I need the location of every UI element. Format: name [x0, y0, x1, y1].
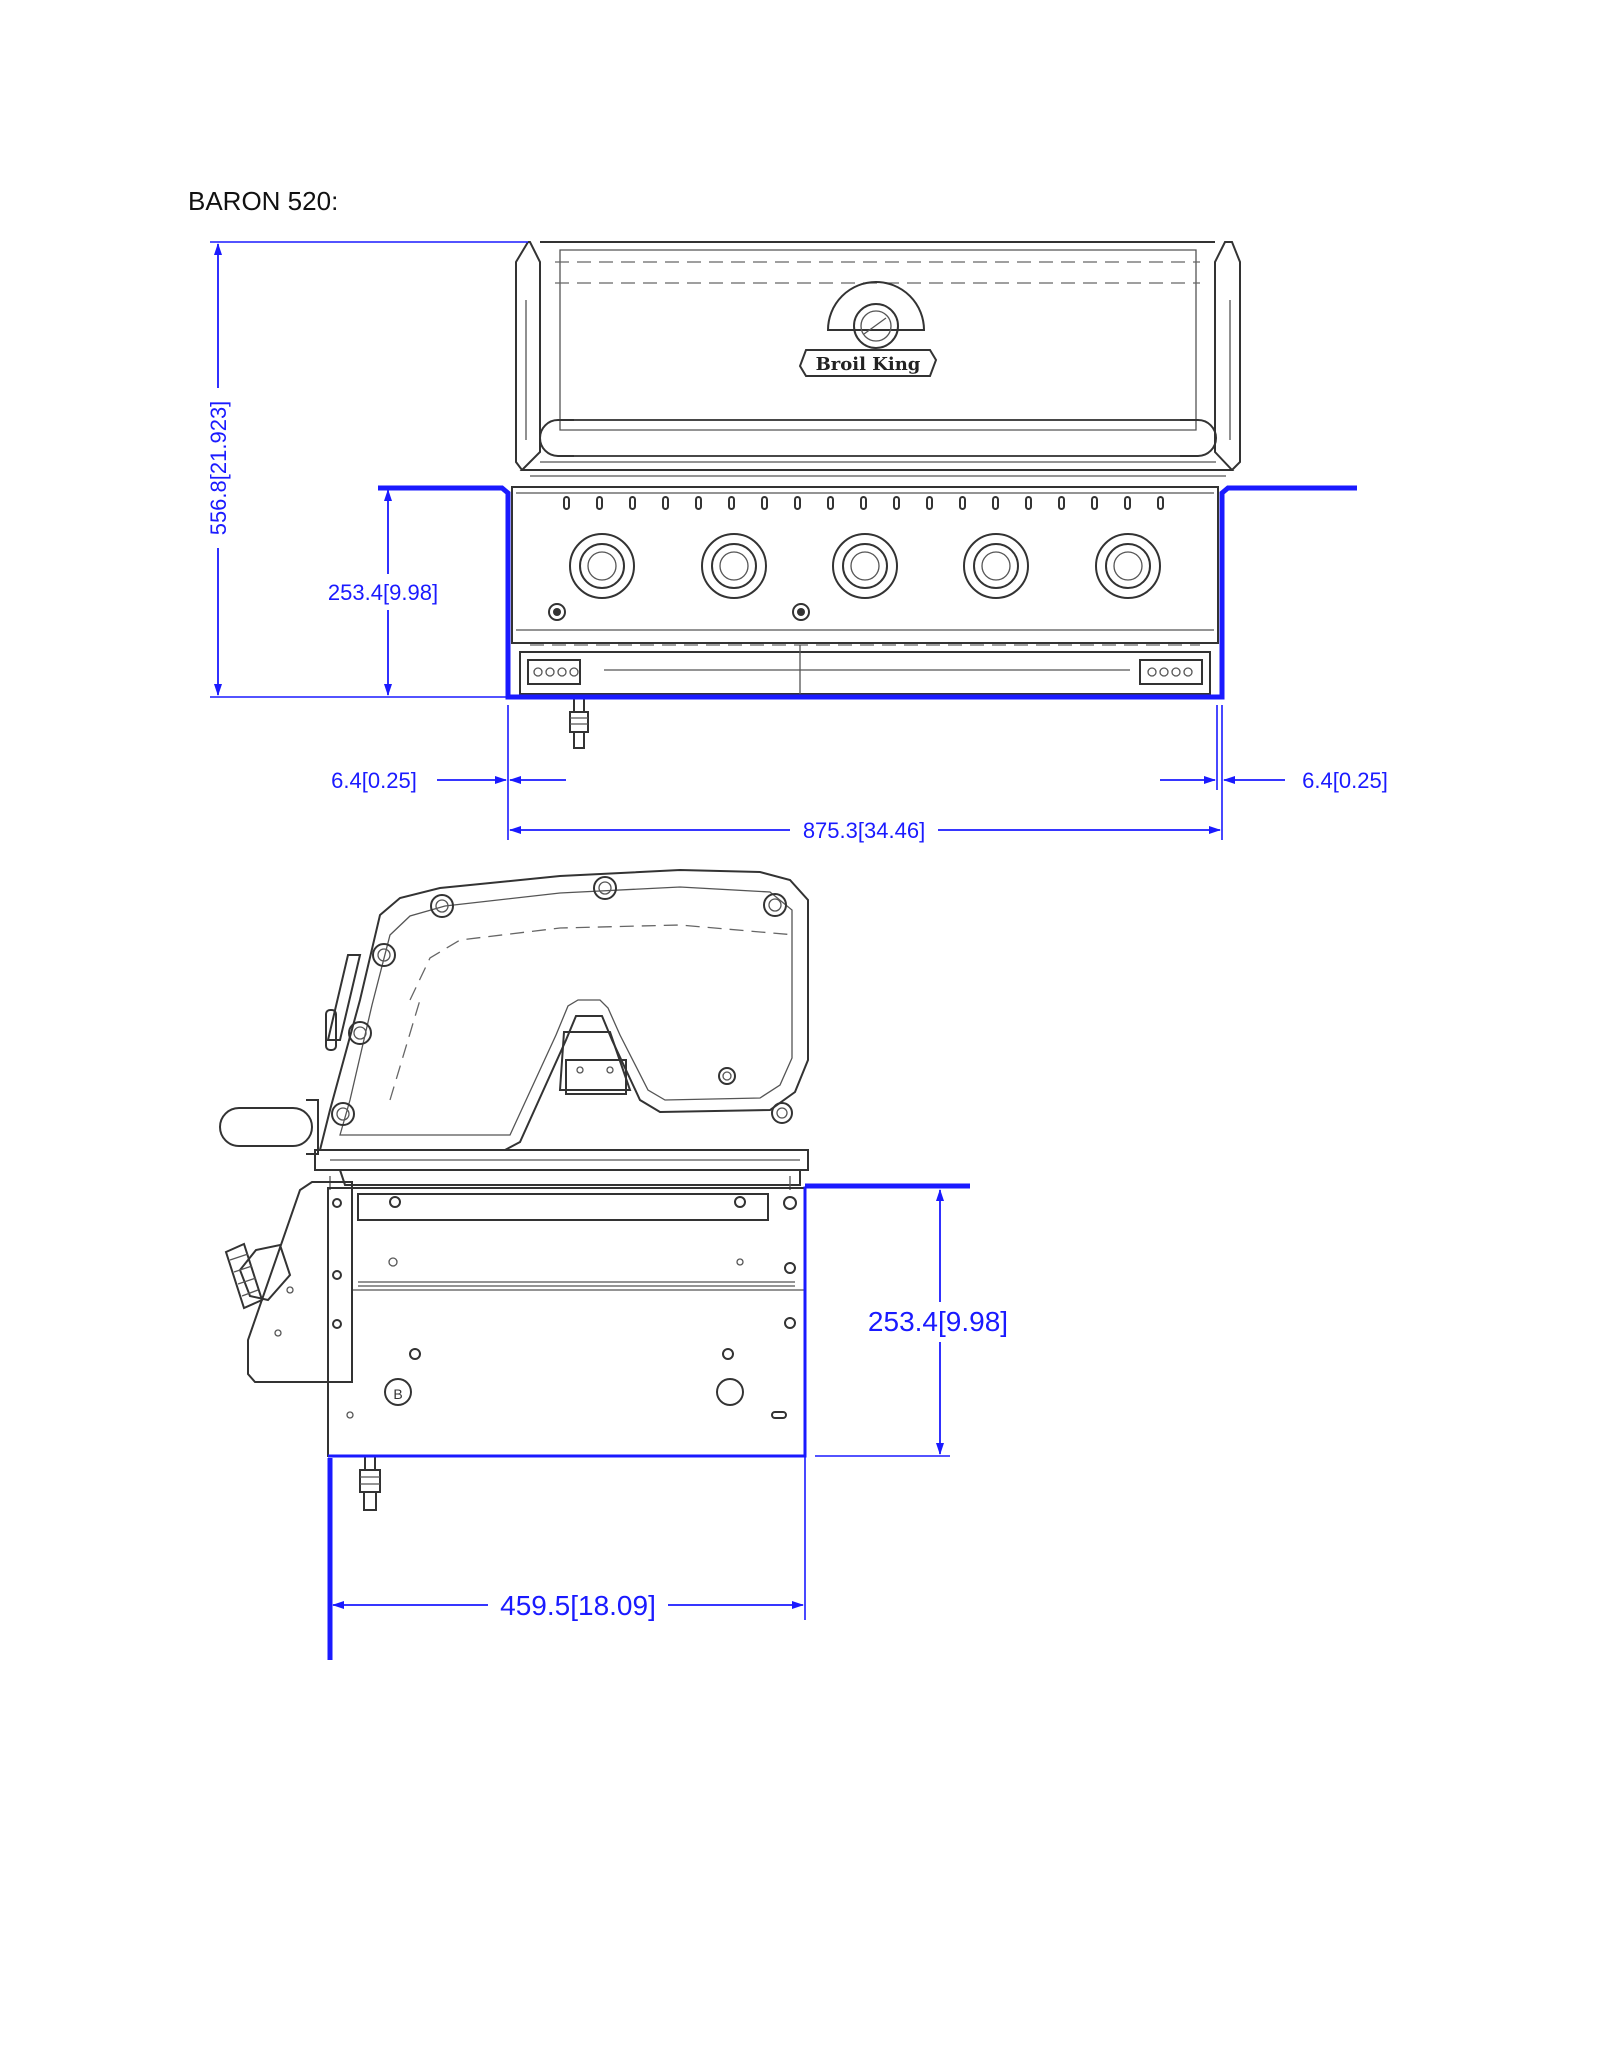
svg-text:459.5[18.09]: 459.5[18.09]	[500, 1590, 656, 1621]
side-vents-right	[1139, 659, 1203, 685]
control-knob-3	[832, 533, 898, 599]
front-view: Broil King	[206, 241, 1388, 846]
svg-text:875.3[34.46]: 875.3[34.46]	[803, 818, 925, 843]
svg-text:253.4[9.98]: 253.4[9.98]	[328, 580, 438, 605]
svg-text:6.4[0.25]: 6.4[0.25]	[331, 768, 417, 793]
dim-side-cutout-height: 253.4[9.98]	[860, 1189, 1020, 1455]
control-knob-4	[963, 533, 1029, 599]
broil-king-logo: Broil King	[798, 349, 938, 377]
front-lid: Broil King	[515, 241, 1241, 477]
dim-right-clearance: 6.4[0.25]	[1160, 768, 1388, 793]
svg-text:253.4[9.98]: 253.4[9.98]	[868, 1306, 1008, 1337]
svg-text:6.4[0.25]: 6.4[0.25]	[1302, 768, 1388, 793]
igniter-button-icon	[548, 603, 566, 621]
side-vents-left	[527, 659, 581, 685]
dim-side-cutout-depth: 459.5[18.09]	[332, 1586, 804, 1626]
dim-front-cutout-height: 253.4[9.98]	[318, 489, 448, 696]
side-gas-fitting-icon	[359, 1456, 381, 1511]
front-cutout-outline	[378, 485, 1357, 700]
svg-text:B: B	[393, 1386, 402, 1402]
lid-handle-end	[219, 1099, 319, 1155]
svg-text:Broil King: Broil King	[816, 354, 921, 375]
side-cutout-outline	[327, 1183, 970, 1660]
control-knob-1	[569, 533, 635, 599]
side-cabinet: B	[327, 1187, 806, 1457]
thermometer-icon	[826, 281, 926, 349]
control-knob-5	[1095, 533, 1161, 599]
gas-fitting-icon	[569, 694, 589, 749]
dim-front-cutout-width: 875.3[34.46]	[509, 814, 1221, 846]
dim-left-clearance: 6.4[0.25]	[331, 768, 566, 793]
side-lid	[318, 868, 809, 1151]
svg-text:556.8[21.923]: 556.8[21.923]	[206, 401, 231, 536]
page-title: BARON 520:	[188, 186, 339, 216]
control-panel	[511, 486, 1219, 749]
lid-handle	[539, 419, 1217, 457]
side-view: B	[219, 868, 1020, 1660]
control-knob-2	[701, 533, 767, 599]
dim-overall-height: 556.8[21.923]	[206, 241, 528, 698]
side-control-knob	[224, 1242, 292, 1310]
indicator-light-icon	[792, 603, 810, 621]
panel-vents	[563, 496, 1164, 510]
side-control-panel	[224, 1181, 353, 1383]
